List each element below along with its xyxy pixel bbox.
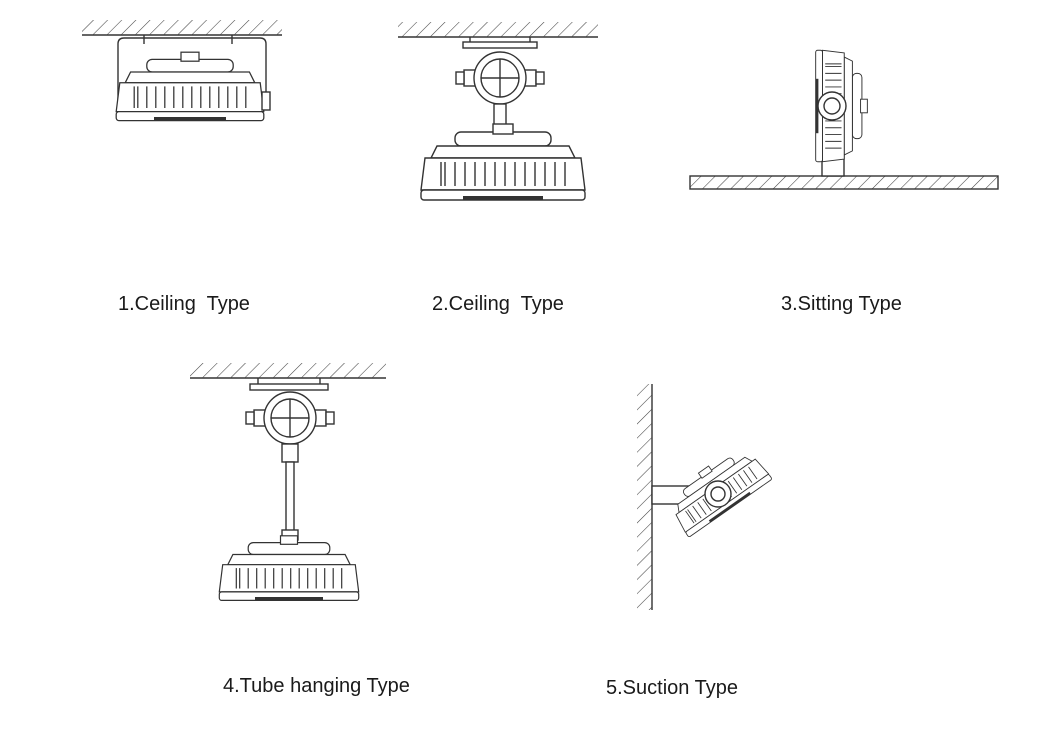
caption-ceiling-type-2: 2.Ceiling Type bbox=[432, 293, 564, 315]
tube-hanging-type-drawing bbox=[190, 363, 386, 601]
caption-sitting-type: 3.Sitting Type bbox=[781, 293, 902, 315]
ceiling-type-1-drawing bbox=[82, 20, 282, 122]
sitting-type-drawing bbox=[689, 49, 999, 190]
ceiling-type-2-drawing bbox=[398, 22, 598, 201]
caption-tube-hanging-type: 4.Tube hanging Type bbox=[223, 675, 410, 697]
suction-type-drawing bbox=[637, 384, 773, 610]
caption-ceiling-type-1: 1.Ceiling Type bbox=[118, 293, 250, 315]
caption-suction-type: 5.Suction Type bbox=[606, 677, 738, 699]
